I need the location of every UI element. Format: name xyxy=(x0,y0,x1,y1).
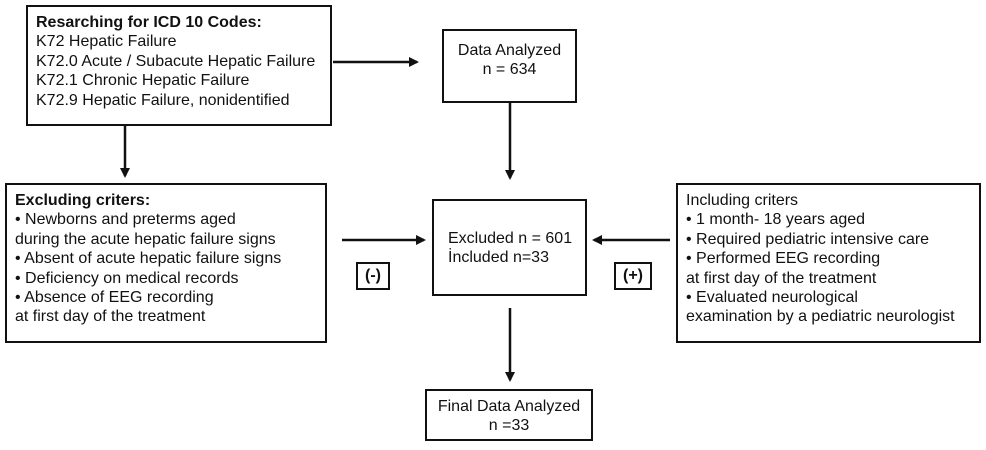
icd-code-k72: K72 Hepatic Failure xyxy=(36,33,177,51)
including-item-neuro-cont: examination by a pediatric neurologist xyxy=(686,308,955,326)
data-analyzed-title: Data Analyzed xyxy=(457,42,562,59)
data-analyzed-count: n = 634 xyxy=(482,61,537,79)
excluding-criteria-title: Excluding criters: xyxy=(15,192,151,209)
final-data-count: n =33 xyxy=(488,417,530,435)
excluding-item-newborns-cont: during the acute hepatic failure signs xyxy=(15,230,276,248)
including-item-age: • 1 month- 18 years aged xyxy=(686,211,866,229)
including-item-eeg: • Performed EEG recording xyxy=(686,250,881,268)
icd-code-k72-1: K72.1 Chronic Hepatic Failure xyxy=(36,72,250,90)
icd-search-title: Resarching for ICD 10 Codes: xyxy=(36,14,262,31)
result-box: Excluded n = 601 İncluded n=33 xyxy=(432,199,587,296)
included-count: İncluded n=33 xyxy=(448,249,549,267)
excluding-criteria-box: Excluding criters: • Newborns and preter… xyxy=(5,183,327,343)
excluded-count: Excluded n = 601 xyxy=(448,230,573,247)
final-data-title: Final Data Analyzed xyxy=(437,398,581,415)
including-item-eeg-cont: at first day of the treatment xyxy=(686,269,877,287)
excluding-item-absent-signs: • Absent of acute hepatic failure signs xyxy=(15,250,282,268)
plus-sign-box: (+) xyxy=(614,262,652,290)
excluding-item-eeg: • Absence of EEG recording xyxy=(15,289,214,307)
data-analyzed-box: Data Analyzed n = 634 xyxy=(442,29,577,103)
final-data-box: Final Data Analyzed n =33 xyxy=(425,389,593,441)
excluding-item-newborns: • Newborns and preterms aged xyxy=(15,211,236,229)
including-criteria-box: Including criters • 1 month- 18 years ag… xyxy=(676,183,981,343)
icd-search-box: Resarching for ICD 10 Codes: K72 Hepatic… xyxy=(26,5,332,126)
excluding-item-records: • Deficiency on medical records xyxy=(15,269,239,287)
including-item-neuro: • Evaluated neurological xyxy=(686,289,858,307)
excluding-item-eeg-cont: at first day of the treatment xyxy=(15,308,206,326)
including-item-intensive-care: • Required pediatric intensive care xyxy=(686,230,930,248)
minus-sign-box: (-) xyxy=(356,262,390,290)
including-criteria-title: Including criters xyxy=(686,192,799,209)
icd-code-k72-9: K72.9 Hepatic Failure, nonidentified xyxy=(36,91,290,109)
icd-code-k72-0: K72.0 Acute / Subacute Hepatic Failure xyxy=(36,52,316,70)
